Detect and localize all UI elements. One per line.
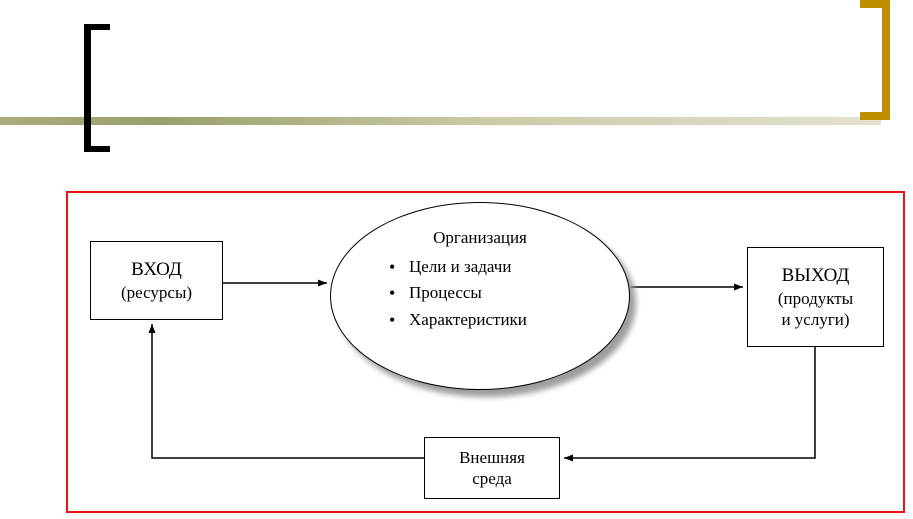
- organization-bullet-characteristics: Характеристики: [385, 307, 629, 335]
- left-bracket-decoration: [84, 24, 110, 152]
- organization-bullet-processes: Процессы: [385, 280, 629, 308]
- output-box-title: ВЫХОД: [781, 264, 850, 286]
- environment-box: Внешняя среда: [424, 437, 560, 499]
- diagram-frame: [66, 191, 905, 513]
- decorative-rule: [0, 117, 881, 125]
- input-box: ВХОД (ресурсы): [90, 241, 223, 320]
- output-box-subtitle-line2: и услуги): [781, 309, 850, 329]
- organization-title: Организация: [433, 228, 527, 247]
- organization-bullet-goals: Цели и задачи: [385, 254, 629, 282]
- input-box-title: ВХОД: [131, 259, 182, 280]
- output-box: ВЫХОД (продукты и услуги): [747, 247, 884, 347]
- environment-box-line1: Внешняя: [459, 447, 525, 467]
- input-box-subtitle: (ресурсы): [120, 282, 193, 302]
- output-box-subtitle-line1: (продукты: [777, 288, 854, 308]
- right-bracket-decoration: [860, 0, 890, 120]
- organization-bullet-list: Цели и задачи Процессы Характеристики: [385, 254, 629, 335]
- environment-box-line2: среда: [472, 469, 512, 488]
- organization-ellipse: Организация Цели и задачи Процессы Харак…: [330, 202, 630, 390]
